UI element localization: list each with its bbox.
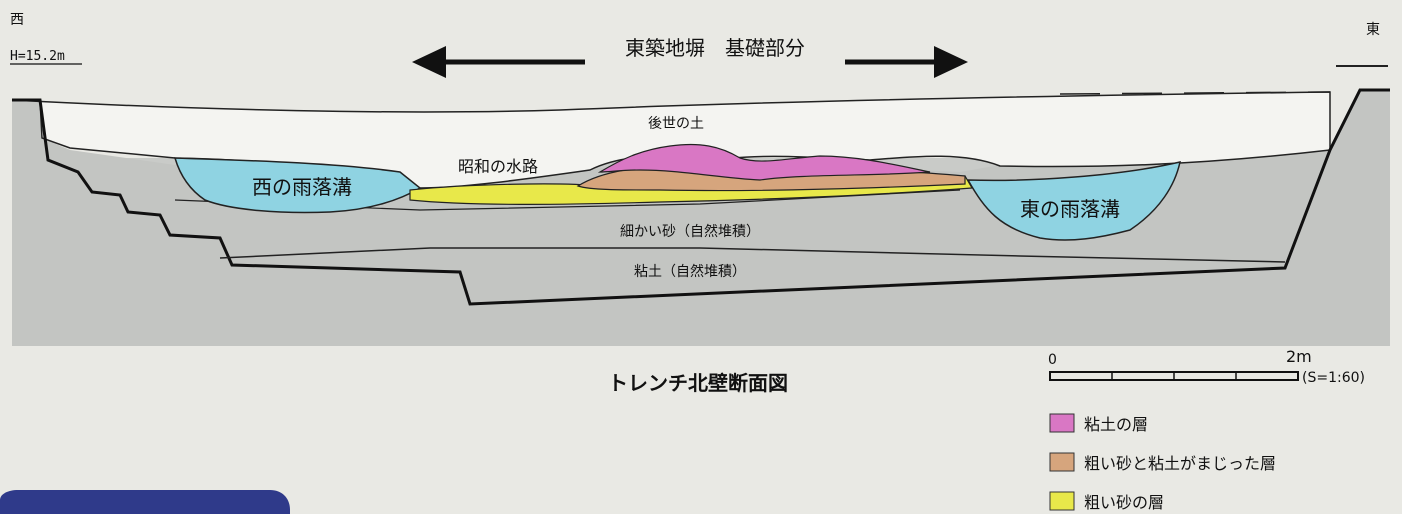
span-arrow-left-head: [412, 46, 446, 78]
legend-swatch-yellow: [1049, 491, 1075, 511]
east-drain-area: [966, 161, 1181, 241]
legend-swatch-pink: [1049, 413, 1075, 433]
later-soil-label: 後世の土: [648, 116, 704, 132]
span-label-bg: [585, 30, 845, 66]
pink-clay-layer: [597, 143, 931, 181]
east-drain-label: 東の雨落溝: [1020, 197, 1120, 221]
diagram-title: トレンチ北壁断面図: [608, 371, 788, 395]
showa-channel-label: 昭和の水路: [458, 157, 538, 176]
height-label: H=15.2m: [10, 49, 65, 64]
fine-sand-label: 細かい砂（自然堆積）: [620, 223, 760, 240]
west-drain-area: [173, 157, 422, 214]
legend-label-0: 粘土の層: [1084, 415, 1148, 434]
scale-end: 2m: [1286, 347, 1312, 366]
trench-outline: [12, 88, 1390, 306]
legend-label-2: 粗い砂の層: [1084, 493, 1164, 512]
clay-layer-line: [219, 247, 1286, 263]
scale-start: 0: [1048, 352, 1057, 368]
span-label: 東築地塀 基礎部分: [625, 36, 805, 60]
west-label: 西: [10, 12, 24, 28]
scale-ratio: (S=1:60): [1302, 370, 1365, 386]
legend-label-1: 粗い砂と粘土がまじった層: [1084, 454, 1276, 473]
west-drain-label: 西の雨落溝: [252, 175, 352, 199]
legend: 粘土の層 粗い砂と粘土がまじった層 粗い砂の層: [1049, 413, 1276, 512]
trench-fill: [12, 90, 1390, 346]
legend-swatch-tan: [1049, 452, 1075, 472]
span-arrow-right-head: [934, 46, 968, 78]
corner-tab: [0, 490, 290, 514]
surface-dashed-line: [1059, 91, 1331, 95]
east-label: 東: [1366, 22, 1380, 38]
clay-natural-label: 粘土（自然堆積）: [634, 263, 746, 280]
